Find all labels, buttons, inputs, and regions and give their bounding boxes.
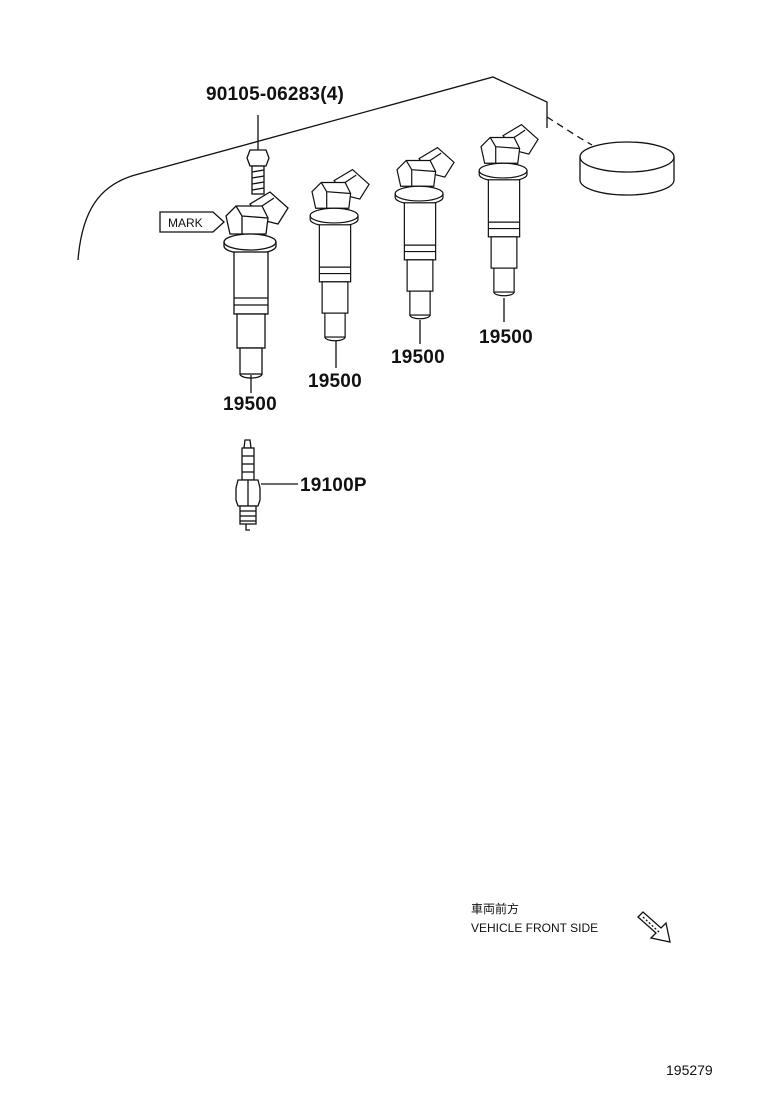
- direction-label-english: VEHICLE FRONT SIDE: [471, 921, 598, 935]
- direction-arrow-icon: [637, 911, 671, 943]
- coil-part-number-1: 19500: [223, 394, 277, 415]
- coil-part-number-4: 19500: [479, 327, 533, 348]
- bolt-icon: [246, 115, 270, 195]
- ignition-coil-icon: [394, 147, 455, 320]
- mark-label-box: MARK: [159, 211, 225, 233]
- direction-label-japanese: 車両前方: [471, 901, 519, 916]
- illustration-number: 195279: [666, 1062, 713, 1078]
- coil-part-number-3: 19500: [391, 347, 445, 368]
- ignition-coil-icon: [478, 124, 539, 297]
- bolt-part-number: 90105-06283(4): [206, 84, 344, 105]
- spark-plug-icon: [235, 439, 261, 531]
- ignition-coil-icon: [223, 191, 289, 379]
- ignition-coil-icon: [309, 169, 370, 342]
- cap-icon: [579, 141, 675, 196]
- spark-plug-part-number: 19100P: [300, 475, 367, 496]
- coil-part-number-2: 19500: [308, 371, 362, 392]
- cover-dashed-line: [546, 116, 593, 146]
- engine-cover-outline: [77, 76, 548, 261]
- mark-label: MARK: [168, 216, 203, 230]
